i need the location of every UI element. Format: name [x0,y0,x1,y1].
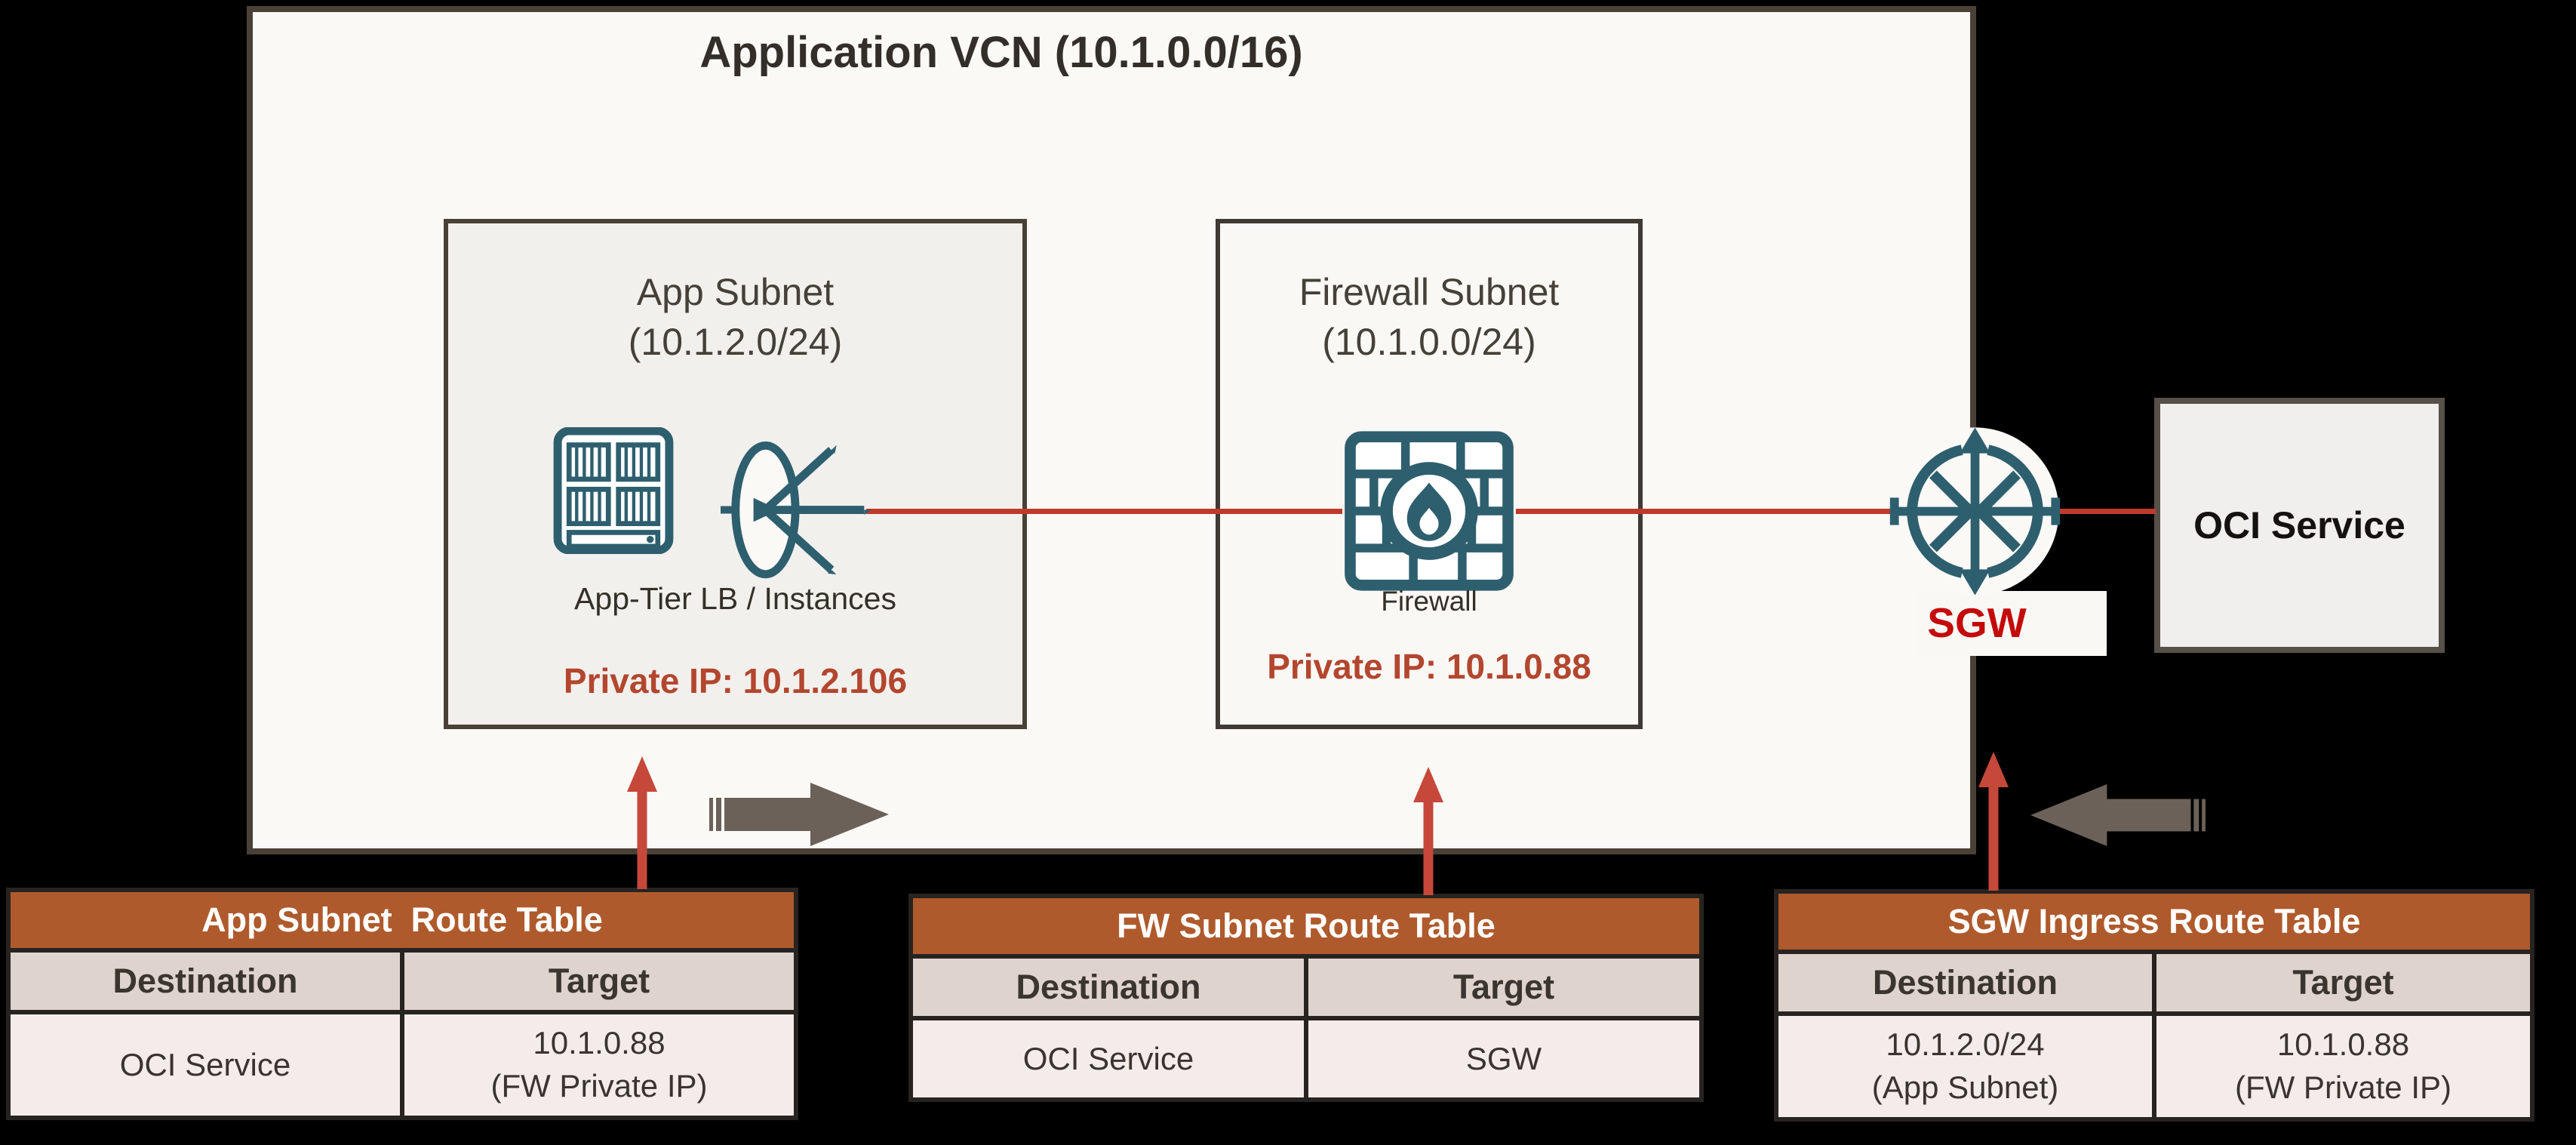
table-cell: OCI Service [11,1014,400,1116]
column-header-target: Target [1308,959,1699,1016]
firewall-icon [1342,429,1516,593]
firewall-private-ip: Private IP: 10.1.0.88 [1267,647,1591,686]
column-header-target: Target [2156,954,2530,1011]
sgw-label-backdrop [1917,591,2107,656]
sgw-label: SGW [1927,599,2027,646]
app-route-arrow-up-icon [627,756,657,889]
table-cell: SGW [1308,1020,1699,1097]
column-header-destination: Destination [11,953,400,1010]
firewall-subnet-title: Firewall Subnet (10.1.0.0/24) [1299,271,1560,363]
fw-route-arrow-up-icon [1413,767,1443,895]
column-header-destination: Destination [913,959,1304,1016]
route-table-title: FW Subnet Route Table [913,898,1699,954]
load-balancer-icon [720,441,891,579]
firewall-label: Firewall [1381,586,1477,617]
column-header-target: Target [404,953,794,1010]
vcn-title: Application VCN (10.1.0.0/16) [699,27,1303,77]
app-private-ip: Private IP: 10.1.2.106 [563,661,908,700]
app-subnet-title: App Subnet (10.1.2.0/24) [628,271,843,363]
oci-service-label: OCI Service [2193,504,2405,546]
app-subnet-route-table: App Subnet Route Table Destination Targe… [6,888,798,1120]
table-cell: 10.1.2.0/24 (App Subnet) [1778,1016,2152,1117]
route-table-title: SGW Ingress Route Table [1778,894,2530,950]
egress-flow-arrow-right-icon [709,783,889,846]
table-cell: 10.1.0.88 (FW Private IP) [404,1014,794,1116]
app-tier-label: App-Tier LB / Instances [574,580,896,616]
route-table-title: App Subnet Route Table [11,892,794,948]
oci-service-box: OCI Service [2154,398,2445,653]
sgw-route-arrow-up-icon [1978,752,2009,891]
fw-subnet-route-table: FW Subnet Route Table Destination Target… [908,894,1704,1102]
service-gateway-icon [1889,427,2061,596]
column-header-destination: Destination [1778,954,2152,1011]
ingress-flow-arrow-left-icon [2030,784,2206,846]
server-instances-icon [553,427,674,554]
table-cell: 10.1.0.88 (FW Private IP) [2156,1016,2530,1117]
app-subnet-box [444,219,1027,729]
sgw-ingress-route-table: SGW Ingress Route Table Destination Targ… [1774,889,2535,1122]
table-cell: OCI Service [913,1020,1304,1097]
